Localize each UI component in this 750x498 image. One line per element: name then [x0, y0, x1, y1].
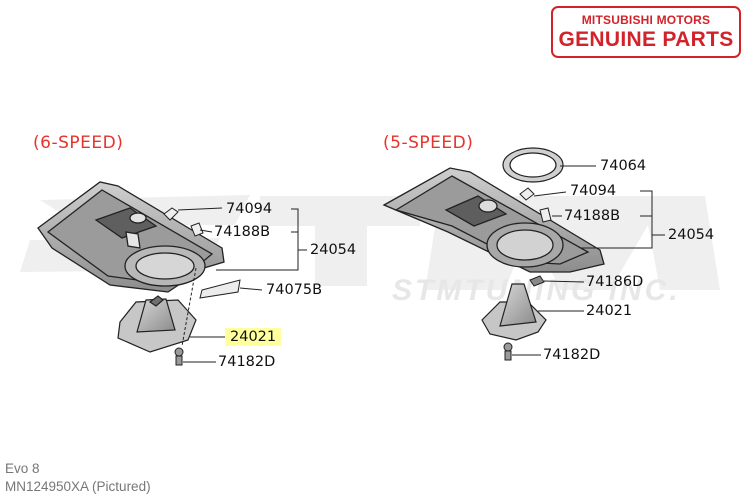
left-console-panel	[37, 181, 225, 293]
right-part-24054[interactable]: 24054	[668, 227, 715, 243]
left-part-74075B[interactable]: 74075B	[266, 282, 323, 298]
section-label-5-speed: (5-SPEED)	[383, 133, 474, 153]
right-part-24021[interactable]: 24021	[586, 303, 633, 319]
right-part-74188B[interactable]: 74188B	[564, 208, 621, 224]
left-part-74182D[interactable]: 74182D	[218, 354, 276, 370]
footer-model: Evo 8	[5, 461, 40, 476]
badge-title: GENUINE PARTS	[558, 28, 734, 51]
genuine-parts-badge: MITSUBISHI MOTORS GENUINE PARTS	[551, 6, 741, 58]
right-part-74186D[interactable]: 74186D	[586, 274, 644, 290]
right-part-74182D[interactable]: 74182D	[543, 347, 601, 363]
left-part-74094[interactable]: 74094	[226, 201, 273, 217]
left-leader-lines	[177, 207, 307, 363]
badge-brand: MITSUBISHI MOTORS	[581, 13, 711, 27]
left-small-parts	[163, 207, 241, 366]
right-part-74064[interactable]: 74064	[600, 158, 647, 174]
left-shift-boot	[117, 295, 197, 353]
right-leader-lines	[512, 165, 665, 356]
left-part-24054[interactable]: 24054	[310, 242, 357, 258]
right-shift-boot	[481, 283, 547, 341]
left-part-24021-highlighted[interactable]: 24021	[225, 328, 282, 346]
left-part-74188B[interactable]: 74188B	[214, 224, 271, 240]
section-label-6-speed: (6-SPEED)	[33, 133, 124, 153]
right-console-panel	[382, 167, 605, 273]
right-part-74094[interactable]: 74094	[570, 183, 617, 199]
footer-part-number: MN124950XA (Pictured)	[5, 479, 151, 494]
right-boot-ring	[502, 147, 564, 183]
right-small-parts	[503, 187, 552, 361]
